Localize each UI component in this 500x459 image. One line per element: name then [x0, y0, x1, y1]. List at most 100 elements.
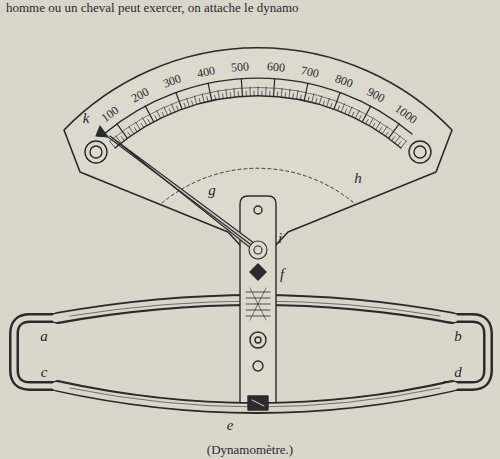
- scale-tick: [148, 120, 151, 124]
- part-letter: e: [227, 418, 234, 433]
- scale-band-outer: [104, 78, 412, 134]
- scale-tick: [362, 106, 371, 122]
- scale-tick: [312, 94, 314, 103]
- scale-tick: [274, 79, 275, 97]
- scale-tick: [249, 87, 250, 96]
- scale-number: 700: [300, 64, 320, 79]
- part-letter: f: [280, 267, 284, 282]
- scale-tick: [330, 103, 332, 108]
- scale-tick: [376, 122, 381, 130]
- scale-tick: [372, 123, 375, 127]
- scale-tick: [316, 99, 317, 104]
- part-letter: h: [354, 171, 362, 186]
- scale-tick: [398, 142, 401, 146]
- scale-number: 600: [266, 60, 285, 73]
- scale-tick: [395, 136, 401, 143]
- scale-number: 400: [196, 64, 216, 79]
- scale-tick: [292, 94, 294, 99]
- scale-tick: [265, 87, 266, 96]
- scale-tick: [214, 95, 216, 100]
- scale-tick: [136, 122, 141, 130]
- stem: [240, 196, 276, 410]
- scale-tick: [184, 103, 186, 108]
- part-letter: d: [454, 365, 462, 380]
- scale-tick: [379, 128, 382, 132]
- scale-tick: [348, 107, 352, 115]
- scale-tick: [238, 92, 240, 97]
- part-letter: c: [41, 365, 48, 380]
- scale-tick: [352, 112, 354, 117]
- scale-tick: [327, 98, 330, 107]
- scale-tick: [369, 118, 374, 126]
- scale-tick: [269, 91, 270, 96]
- part-letter: k: [83, 111, 90, 126]
- scale-tick: [382, 127, 387, 135]
- part-letter: g: [208, 183, 216, 198]
- scale-tick: [143, 118, 148, 126]
- scale-tick: [199, 99, 200, 104]
- scale-tick: [202, 94, 204, 103]
- part-letter: b: [454, 329, 462, 344]
- scale-tick: [304, 83, 308, 101]
- scale-tick: [341, 104, 344, 112]
- scale-tick: [338, 106, 340, 111]
- header-text: homme ou un cheval peut exercer, on atta…: [6, 1, 299, 14]
- scale-tick: [345, 109, 347, 114]
- pointer-needle: [96, 126, 267, 259]
- scale-tick: [176, 93, 182, 110]
- scale-tick: [208, 83, 212, 101]
- scale-tick: [254, 91, 255, 96]
- end-pins: [85, 141, 431, 163]
- scale-tick: [230, 93, 232, 98]
- scale-tick: [258, 87, 259, 96]
- scale-tick: [359, 116, 361, 121]
- scale-ticks: [110, 79, 407, 148]
- scale-tick: [319, 96, 322, 105]
- scale-tick: [157, 110, 161, 118]
- scale-tick: [222, 94, 224, 99]
- scale-tick: [385, 132, 388, 136]
- scale-tick: [141, 123, 144, 127]
- scale-tick: [355, 110, 359, 118]
- scale-tick: [121, 137, 124, 141]
- scale-tick: [277, 92, 279, 97]
- scale-band-mid: [110, 87, 406, 141]
- scale-tick: [300, 95, 302, 100]
- scale-tick: [281, 88, 283, 97]
- scale-tick: [246, 91, 247, 96]
- part-letter: i: [278, 231, 282, 246]
- scale-tick: [145, 106, 154, 122]
- scale-number: 500: [231, 60, 250, 73]
- scale-tick: [169, 109, 171, 114]
- scale-tick: [308, 97, 309, 102]
- scale-tick: [194, 96, 197, 105]
- scale-tick: [241, 79, 242, 97]
- scale-tick: [187, 98, 190, 107]
- scale-tick: [392, 137, 395, 141]
- scale-tick: [117, 124, 128, 139]
- scale-tick: [218, 91, 220, 100]
- scale-tick: [366, 120, 369, 124]
- scale-tick: [192, 101, 194, 106]
- scale-tick: [285, 93, 287, 98]
- scale-tick: [401, 141, 407, 148]
- scale-band-inner: [115, 96, 401, 148]
- scale-tick: [233, 88, 235, 97]
- scale-tick: [297, 91, 299, 100]
- scale-tick: [207, 97, 208, 102]
- scale-tick: [172, 104, 175, 112]
- scale-tick: [129, 127, 134, 135]
- scale-tick: [323, 101, 325, 106]
- scale-tick: [226, 89, 227, 98]
- scale-tick: [162, 112, 164, 117]
- scale-tick: [164, 107, 168, 115]
- figure-caption: (Dynamomètre.): [207, 443, 293, 456]
- part-letter: a: [40, 329, 48, 344]
- scale-tick: [289, 89, 290, 98]
- scale-tick: [155, 116, 157, 121]
- scale-tick: [128, 132, 131, 136]
- scale-tick: [389, 124, 400, 139]
- scale-tick: [134, 128, 137, 132]
- scale-tick: [177, 106, 179, 111]
